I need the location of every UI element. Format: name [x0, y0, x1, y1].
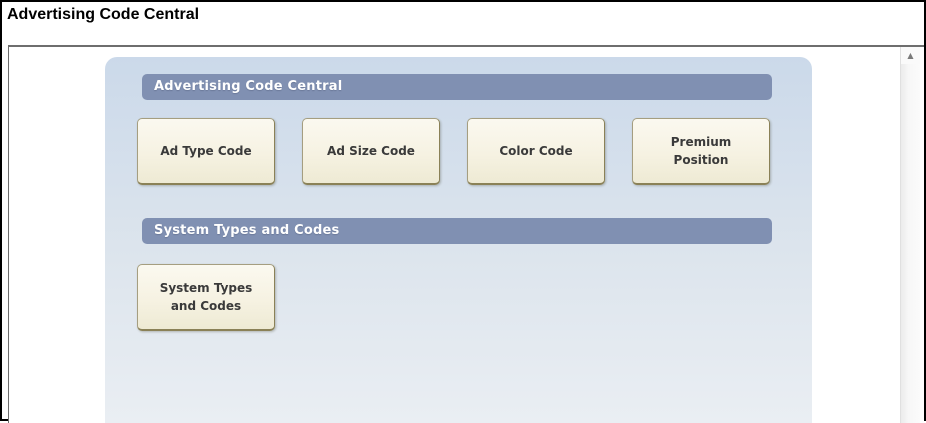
ad-type-code-button[interactable]: Ad Type Code: [137, 118, 275, 185]
scrollbar-track[interactable]: [901, 64, 920, 423]
advertising-code-button-row: Ad Type Code Ad Size Code Color Code Pre…: [137, 118, 770, 185]
ad-size-code-button[interactable]: Ad Size Code: [302, 118, 440, 185]
vertical-scrollbar[interactable]: ▲: [900, 47, 920, 423]
code-central-panel: Advertising Code Central Ad Type Code Ad…: [105, 57, 812, 423]
scroll-up-button[interactable]: ▲: [901, 47, 920, 64]
content-frame: Advertising Code Central Ad Type Code Ad…: [8, 45, 924, 423]
section-header-advertising-codes: Advertising Code Central: [142, 74, 772, 100]
color-code-button[interactable]: Color Code: [467, 118, 605, 185]
system-types-and-codes-button[interactable]: System Types and Codes: [137, 264, 275, 331]
premium-position-button[interactable]: Premium Position: [632, 118, 770, 185]
page-title: Advertising Code Central: [7, 6, 200, 23]
scroll-up-arrow-icon: ▲: [907, 50, 914, 60]
section-header-system-types: System Types and Codes: [142, 218, 772, 244]
